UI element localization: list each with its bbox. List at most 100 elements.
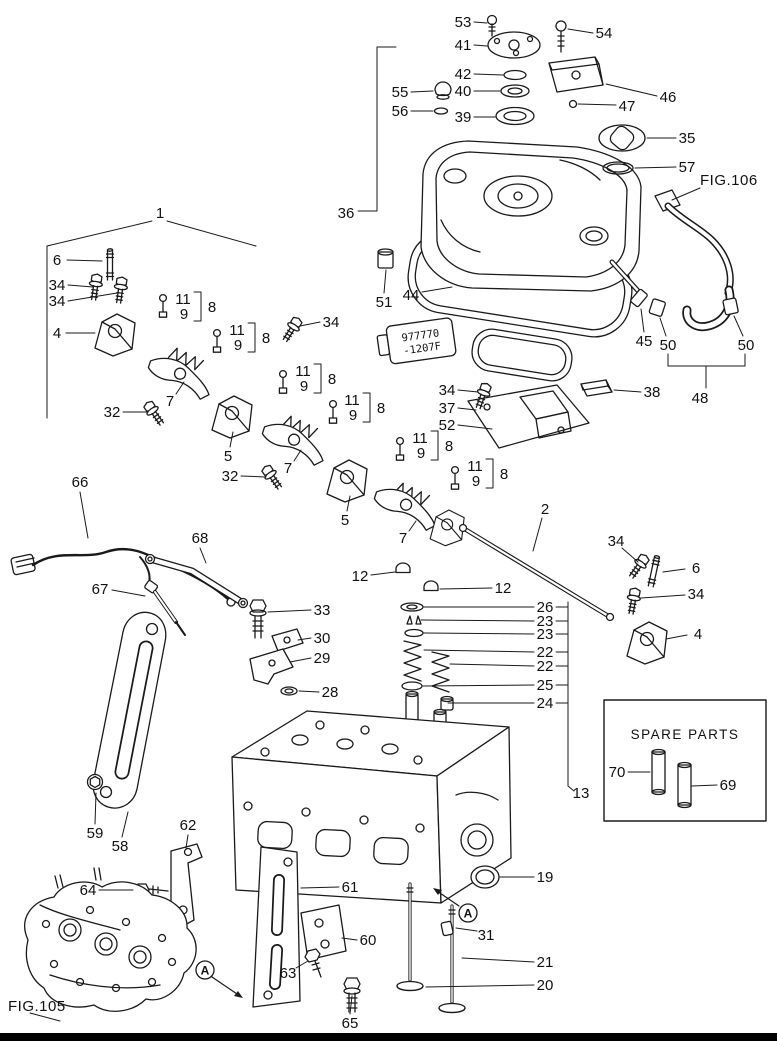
- callout-6: 6: [53, 252, 61, 269]
- callout-51: 51: [376, 294, 393, 311]
- plate-61-part: [252, 846, 301, 1008]
- detail-marker-label: A: [464, 907, 473, 921]
- callout-23: 23: [537, 626, 554, 643]
- callout-52: 52: [439, 417, 456, 434]
- callout-4: 4: [53, 325, 61, 342]
- callout-46: 46: [660, 89, 677, 106]
- callout-13: 13: [573, 785, 590, 802]
- callout-68: 68: [192, 530, 209, 547]
- intake-manifold-part: [24, 867, 197, 1012]
- detail-marker-circle: [458, 903, 478, 923]
- callout-33: 33: [314, 602, 331, 619]
- callout-34: 34: [608, 533, 625, 550]
- breather-plate-part: [467, 379, 613, 449]
- callout-25: 25: [537, 677, 554, 694]
- callout-12: 12: [352, 568, 369, 585]
- breather-hose-part: [609, 189, 739, 332]
- bracket-58-part: [92, 611, 167, 809]
- callout-11: 11: [295, 363, 311, 380]
- callout-11: 11: [344, 392, 360, 409]
- breather-cover-parts: [433, 14, 604, 126]
- fig-105-label: FIG.105: [8, 998, 66, 1015]
- callout-40: 40: [455, 83, 472, 100]
- callout-9: 9: [300, 378, 308, 395]
- spare-parts-title: SPARE PARTS: [631, 727, 740, 742]
- callout-34: 34: [49, 293, 66, 310]
- callout-41: 41: [455, 37, 472, 54]
- callout-5: 5: [341, 512, 349, 529]
- valve-parts: [396, 865, 500, 1014]
- bolt-63-part: [304, 948, 322, 978]
- detail-marker-label: A: [201, 964, 210, 978]
- callout-5: 5: [224, 448, 232, 465]
- callout-65: 65: [342, 1015, 359, 1032]
- callout-8: 8: [208, 299, 216, 316]
- callout-47: 47: [619, 98, 636, 115]
- callout-9: 9: [349, 407, 357, 424]
- callout-11: 11: [229, 322, 245, 339]
- callout-32: 32: [104, 404, 121, 421]
- callout-9: 9: [472, 473, 480, 490]
- callout-55: 55: [392, 84, 409, 101]
- oil-filler-cap-part: [598, 124, 646, 175]
- callout-32: 32: [222, 468, 239, 485]
- callout-39: 39: [455, 109, 472, 126]
- callout-9: 9: [417, 445, 425, 462]
- callout-11: 11: [412, 430, 428, 447]
- right-pedestal-part: [623, 551, 668, 665]
- callout-34: 34: [49, 277, 66, 294]
- fig-106-label: FIG.106: [700, 172, 758, 189]
- tube-label-line2: -1207F: [403, 340, 442, 357]
- strip-68-part: [144, 553, 249, 609]
- sealant-tube-part: 977770 -1207F: [376, 317, 457, 365]
- callout-20: 20: [537, 977, 554, 994]
- callout-11: 11: [175, 291, 191, 308]
- callout-26: 26: [537, 599, 554, 616]
- callout-28: 28: [322, 684, 339, 701]
- spare-parts-box: SPARE PARTS: [603, 699, 767, 822]
- callout-54: 54: [596, 25, 613, 42]
- callout-23: 23: [537, 613, 554, 630]
- callout-31: 31: [478, 927, 495, 944]
- callout-21: 21: [537, 954, 554, 971]
- callout-50: 50: [660, 337, 677, 354]
- callout-1: 1: [156, 205, 164, 222]
- bolt-65-part: [343, 977, 361, 1013]
- callout-59: 59: [87, 825, 104, 842]
- callout-8: 8: [500, 466, 508, 483]
- callout-50: 50: [738, 337, 755, 354]
- callout-48: 48: [692, 390, 709, 407]
- callout-11: 11: [467, 458, 483, 475]
- callout-29: 29: [314, 650, 331, 667]
- callout-8: 8: [377, 400, 385, 417]
- callout-34: 34: [439, 382, 456, 399]
- callout-30: 30: [314, 630, 331, 647]
- bolt-59-part: [86, 773, 104, 791]
- callout-37: 37: [439, 400, 456, 417]
- page-footer-bar: [0, 1033, 777, 1041]
- valve-cap-parts: [395, 562, 439, 592]
- callout-22: 22: [537, 658, 554, 675]
- callout-34: 34: [323, 314, 340, 331]
- callout-4: 4: [694, 626, 702, 643]
- callout-9: 9: [234, 337, 242, 354]
- callout-6: 6: [692, 560, 700, 577]
- callout-7: 7: [399, 530, 407, 547]
- callout-7: 7: [284, 460, 292, 477]
- callout-12: 12: [495, 580, 512, 597]
- callout-61: 61: [342, 879, 359, 896]
- callout-24: 24: [537, 695, 554, 712]
- callout-60: 60: [360, 932, 377, 949]
- callout-62: 62: [180, 817, 197, 834]
- cap-51-part: [377, 248, 394, 269]
- callout-63: 63: [280, 965, 297, 982]
- callout-34: 34: [688, 586, 705, 603]
- glow-plug-67-part: [144, 579, 186, 636]
- callout-69: 69: [720, 777, 737, 794]
- callout-58: 58: [112, 838, 129, 855]
- callout-9: 9: [180, 306, 188, 323]
- callout-7: 7: [166, 393, 174, 410]
